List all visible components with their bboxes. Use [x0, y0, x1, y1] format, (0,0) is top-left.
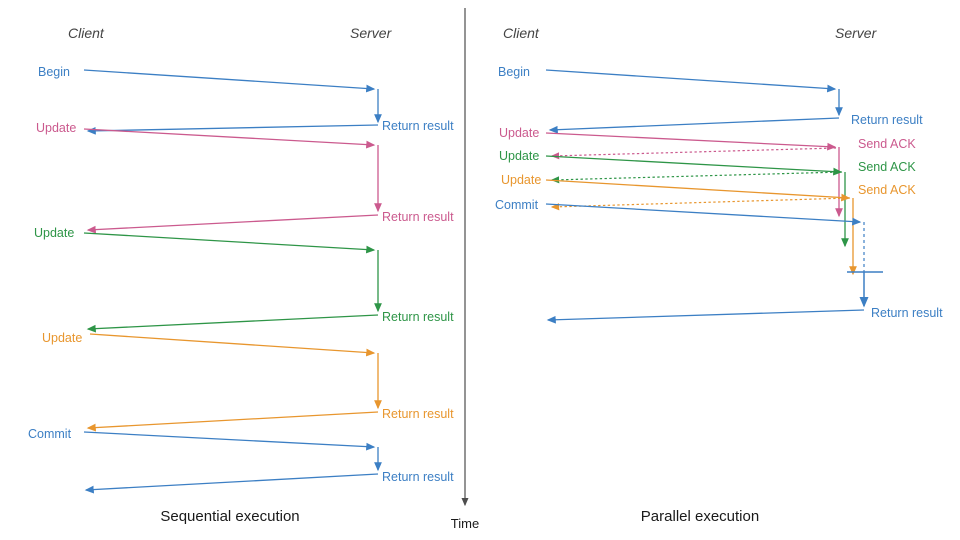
sequential-request-arrow-begin — [83, 69, 376, 93]
sequential-server-header: Server — [350, 25, 393, 41]
parallel-exchange-commit: Commit Return result — [495, 198, 943, 324]
parallel-request-arrow-commit — [545, 203, 862, 226]
parallel-exchange-update-2: Update Send ACK — [499, 149, 916, 248]
sequential-exchange-update-3: Update Return result — [42, 331, 454, 432]
sequential-reply-label-update-3: Return result — [382, 407, 454, 421]
parallel-ack-label-update-3: Send ACK — [858, 183, 916, 197]
sequential-reply-label-commit: Return result — [382, 470, 454, 484]
parallel-ack-arrow-update-1 — [550, 147, 837, 160]
panel-parallel: Client Server Begin Return result Update… — [495, 25, 943, 525]
parallel-message-label-update-1: Update — [499, 126, 539, 140]
sequential-reply-label-begin: Return result — [382, 119, 454, 133]
sequential-exchange-commit: Commit Return result — [28, 427, 454, 494]
sequential-request-arrow-update-3 — [89, 333, 376, 357]
parallel-message-label-begin: Begin — [498, 65, 530, 79]
parallel-client-header: Client — [503, 25, 540, 41]
sequential-reply-arrow-update-1 — [86, 214, 379, 234]
parallel-request-arrow-update-2 — [545, 155, 843, 176]
sequential-reply-label-update-1: Return result — [382, 210, 454, 224]
parallel-request-arrow-begin — [545, 69, 837, 93]
parallel-exchange-update-1: Update Send ACK — [499, 126, 916, 218]
parallel-ack-arrow-update-2 — [550, 171, 843, 184]
sequential-message-label-commit: Commit — [28, 427, 72, 441]
sequential-message-label-update-3: Update — [42, 331, 82, 345]
sequential-reply-arrow-update-3 — [86, 411, 379, 432]
parallel-panel-caption: Parallel execution — [641, 508, 759, 525]
time-axis-label: Time — [451, 516, 479, 531]
sequential-reply-arrow-commit — [84, 473, 379, 494]
time-axis: Time — [451, 8, 479, 531]
parallel-reply-label-commit: Return result — [871, 306, 943, 320]
sequential-client-header: Client — [68, 25, 105, 41]
sequential-request-arrow-commit — [83, 431, 376, 451]
sequential-reply-arrow-begin — [86, 124, 379, 135]
sequential-message-label-begin: Begin — [38, 65, 70, 79]
parallel-exchange-update-3: Update Send ACK — [501, 173, 916, 276]
parallel-reply-label-begin: Return result — [851, 113, 923, 127]
parallel-message-label-update-3: Update — [501, 173, 541, 187]
parallel-ack-label-update-1: Send ACK — [858, 137, 916, 151]
parallel-request-arrow-update-3 — [545, 179, 851, 202]
parallel-reply-arrow-commit — [546, 309, 865, 324]
parallel-request-arrow-update-1 — [545, 132, 837, 151]
sequential-exchange-begin: Begin Return result — [38, 65, 454, 135]
sequential-reply-label-update-2: Return result — [382, 310, 454, 324]
parallel-message-label-commit: Commit — [495, 198, 539, 212]
parallel-ack-arrow-update-3 — [550, 197, 851, 211]
parallel-reply-arrow-begin — [548, 117, 840, 134]
sequential-message-label-update-1: Update — [36, 121, 76, 135]
sequential-panel-caption: Sequential execution — [160, 508, 299, 525]
sequential-message-label-update-2: Update — [34, 226, 74, 240]
sequential-reply-arrow-update-2 — [86, 314, 379, 333]
parallel-server-header: Server — [835, 25, 878, 41]
parallel-ack-label-update-2: Send ACK — [858, 160, 916, 174]
panel-sequential: Client Server Begin Return result Update… — [28, 25, 454, 525]
parallel-message-label-update-2: Update — [499, 149, 539, 163]
sequential-exchange-update-1: Update Return result — [36, 121, 454, 234]
sequential-exchange-update-2: Update Return result — [34, 226, 454, 333]
parallel-exchange-begin: Begin Return result — [498, 65, 923, 134]
sequential-request-arrow-update-1 — [83, 128, 376, 149]
sequential-request-arrow-update-2 — [83, 232, 376, 254]
